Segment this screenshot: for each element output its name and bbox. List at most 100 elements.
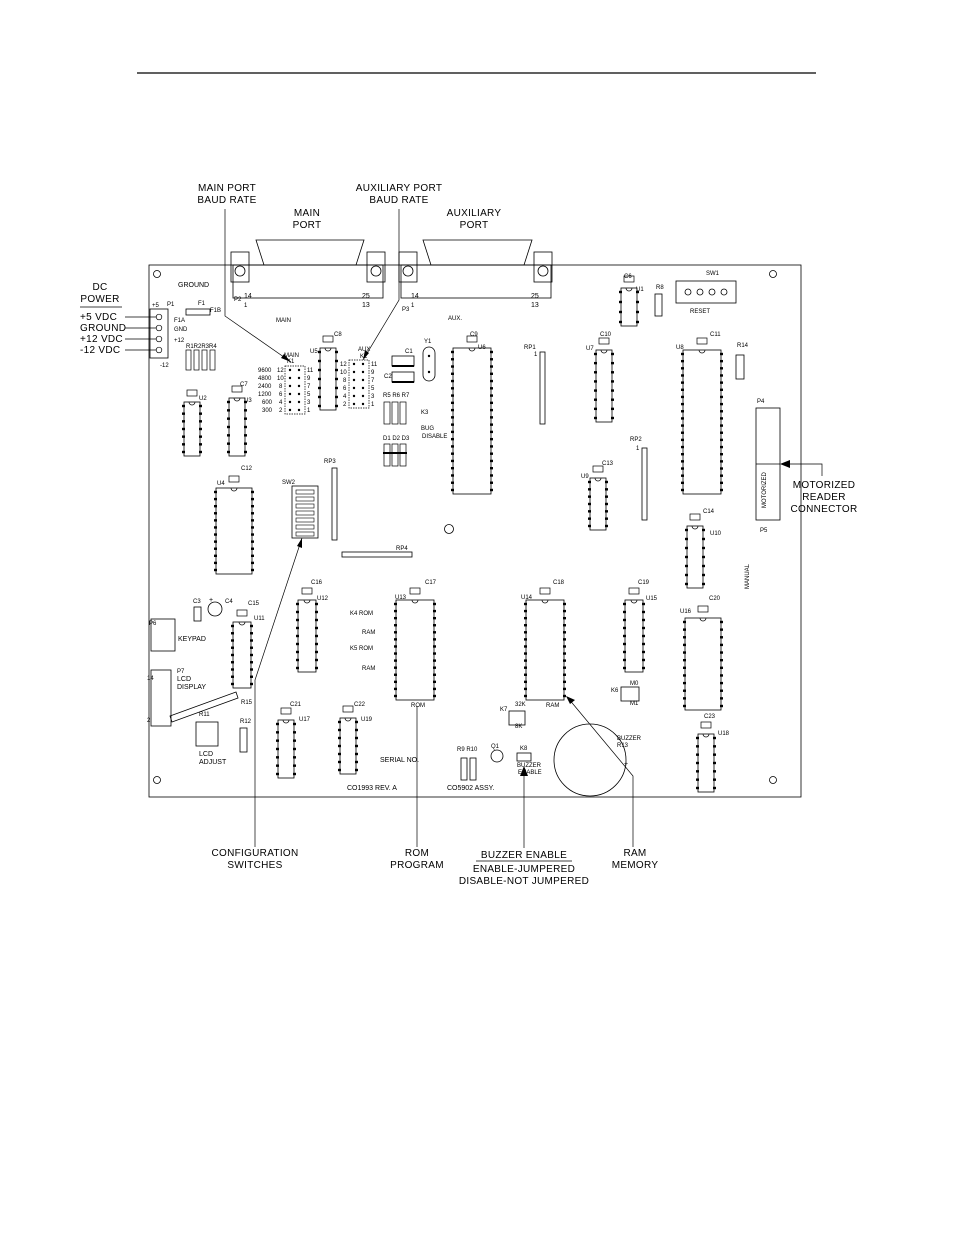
chip-u15-pin (623, 618, 626, 622)
chip-u4-pin (251, 547, 254, 550)
chip-u4-pin (251, 568, 254, 572)
svg-text:U16: U16 (680, 609, 692, 615)
chip-u13-pin (433, 609, 436, 613)
chip-u11-pin (231, 624, 234, 628)
chip-u8-pin (681, 402, 684, 406)
chip-u6-pin (451, 481, 454, 484)
chip-u1-notch (625, 287, 633, 292)
chip-u12-pin (315, 658, 318, 662)
chip-u2-notch (188, 401, 196, 406)
svg-text:RP1: RP1 (524, 345, 536, 351)
chip-u15-pin (642, 658, 645, 662)
svg-text:BAUD RATE: BAUD RATE (369, 195, 428, 206)
svg-text:POWER: POWER (80, 294, 119, 305)
svg-text:4800: 4800 (258, 376, 272, 382)
svg-text:12: 12 (277, 368, 284, 374)
chip-u10-pin (685, 528, 688, 532)
chip-u9 (589, 477, 607, 531)
chip-u6-pin (451, 394, 454, 397)
chip-u6-pin (451, 408, 454, 412)
callout-config: CONFIGURATION SWITCHES (211, 537, 303, 871)
main-baud-jumper-k1: MAIN K1 9600 4800 2400 1200 600 300 12 1… (258, 353, 314, 415)
svg-text:BUG: BUG (421, 426, 434, 432)
chip-u15-decoupling-cap (628, 587, 640, 595)
chip-u10-pin (685, 582, 688, 586)
svg-text:CO1993 REV. A: CO1993 REV. A (347, 785, 397, 792)
chip-u11-pin (231, 675, 234, 678)
chip-u1-pin (619, 300, 622, 304)
chip-u13-pin (394, 694, 397, 698)
svg-text:Y1: Y1 (424, 339, 432, 345)
svg-text:U13: U13 (395, 595, 407, 601)
chip-u4-pin (214, 540, 217, 543)
svg-text:C2: C2 (384, 374, 392, 380)
chip-u4-pin (251, 490, 254, 494)
chip-u19 (339, 717, 357, 775)
svg-text:MOTORIZED: MOTORIZED (793, 480, 856, 491)
chip-u6-pin (490, 365, 493, 368)
svg-text:MAIN: MAIN (294, 208, 320, 219)
chip-u8-pin (720, 453, 723, 456)
svg-text:+12: +12 (174, 338, 185, 344)
svg-text:C20: C20 (709, 596, 721, 602)
chip-u10-pin (702, 582, 705, 586)
chip-u6-notch (468, 347, 476, 352)
svg-text:R14: R14 (737, 343, 749, 349)
chip-u18-pin (696, 736, 699, 740)
svg-text:U3: U3 (244, 398, 252, 404)
chip-u14-pin (563, 673, 566, 676)
chip-u13-pin (394, 609, 397, 613)
chip-u14 (525, 599, 565, 701)
svg-text:DISABLE-NOT JUMPERED: DISABLE-NOT JUMPERED (459, 876, 589, 887)
chip-u18-pin (713, 770, 716, 773)
svg-text:DC: DC (92, 282, 107, 293)
chip-u8-pin (720, 488, 723, 492)
chip-u12-pin (296, 626, 299, 630)
svg-text:5: 5 (307, 392, 311, 398)
chip-u19-pin (355, 728, 358, 732)
svg-text:RAM: RAM (362, 630, 375, 636)
chip-u2-pin (182, 412, 185, 415)
chip-u15-pin (642, 642, 645, 646)
chip-u8-notch (698, 349, 706, 354)
chip-u8-pin (720, 445, 723, 449)
chip-u9-pin (605, 495, 608, 498)
svg-text:1: 1 (371, 402, 375, 408)
aux-port-connector-p3: P3 14 1 25 13 AUX. (398, 239, 553, 322)
chip-u9-notch (594, 477, 602, 482)
chip-u13-pin (433, 631, 436, 634)
svg-text:C12: C12 (241, 466, 253, 472)
chip-u13 (395, 599, 435, 701)
chip-u3-pin (227, 434, 230, 437)
chip-u2-pin (199, 443, 202, 446)
chip-u19-pin (355, 720, 358, 724)
svg-text:K3: K3 (421, 410, 429, 416)
chip-labels: U5 C8 C9 U6 RP1 1 C10 U7 C6 U1 R8 SW1 RE… (147, 271, 768, 792)
chip-u12-pin (296, 602, 299, 606)
svg-text:6: 6 (279, 392, 283, 398)
chip-u16-pin (683, 681, 686, 685)
chip-u14-pin (563, 638, 566, 641)
svg-text:14: 14 (411, 293, 419, 300)
chip-u5-pin (318, 395, 321, 399)
chip-u16-pin (683, 620, 686, 624)
sw2-switch-segment (295, 510, 315, 516)
sw2-switch-segment (295, 517, 315, 523)
chip-u6-pin (490, 445, 493, 448)
svg-text:PORT: PORT (293, 220, 322, 231)
chip-u9-pin (588, 480, 591, 484)
svg-text:+12 VDC: +12 VDC (80, 334, 123, 345)
chip-u6-pin (490, 437, 493, 441)
chip-u12-notch (303, 599, 311, 604)
chip-u7-pin (594, 371, 597, 374)
chip-u13-pin (433, 694, 436, 698)
chip-u11-pin (231, 668, 234, 671)
chip-u12-pin (296, 666, 299, 670)
chip-u15 (624, 599, 644, 673)
chip-u15-pin (642, 618, 645, 622)
svg-text:K8: K8 (520, 746, 528, 752)
chip-u6-pin (490, 459, 493, 463)
chip-u9-pin (588, 488, 591, 491)
chip-u14-pin (524, 645, 527, 648)
chip-u11-pin (250, 624, 253, 628)
